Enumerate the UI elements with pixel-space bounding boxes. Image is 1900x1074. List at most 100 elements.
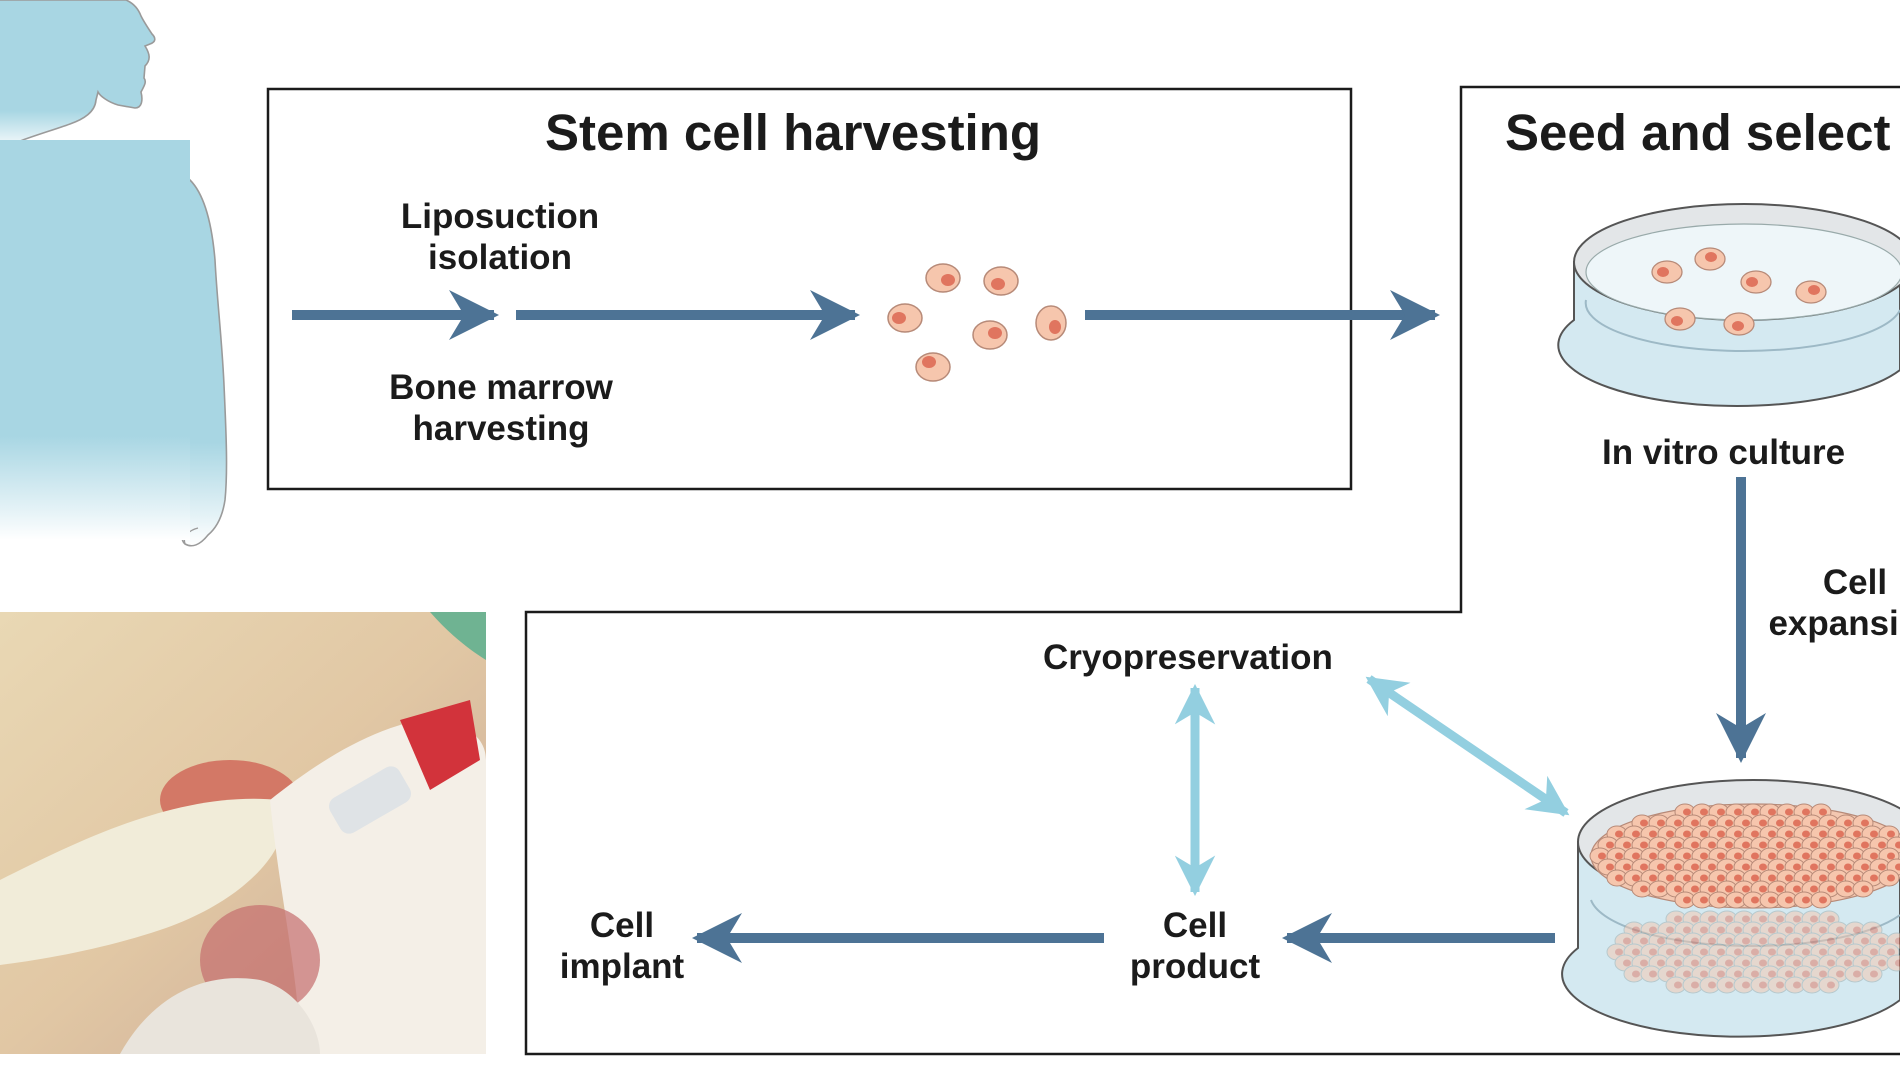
cell-nucleus [1683, 970, 1691, 978]
cell-nucleus [1700, 926, 1708, 934]
cell-nucleus [1802, 926, 1810, 934]
cell-nucleus [1785, 970, 1793, 978]
cell-product-label: Cell product [1115, 905, 1275, 988]
cell-nucleus [1827, 937, 1835, 945]
cell-nucleus [1870, 852, 1878, 860]
cell-nucleus [1844, 841, 1852, 849]
cell-nucleus [1827, 819, 1835, 827]
cell-nucleus [1742, 937, 1750, 945]
cell-nucleus [1844, 959, 1852, 967]
cell-nucleus [1674, 915, 1682, 923]
cell-nucleus [1861, 819, 1869, 827]
cell-nucleus [1683, 852, 1691, 860]
cell-expansion-label: Cell expansion [1755, 562, 1900, 645]
cell-nucleus [1793, 819, 1801, 827]
cell-nucleus [1827, 959, 1835, 967]
cell-nucleus [1742, 959, 1750, 967]
cell-nucleus [1802, 970, 1810, 978]
cell-nucleus [1734, 926, 1742, 934]
cell-nucleus [1657, 863, 1665, 871]
cell-nucleus [1640, 959, 1648, 967]
cell-nucleus [1870, 874, 1878, 882]
cell-nucleus [1759, 937, 1767, 945]
cell-nucleus [1836, 830, 1844, 838]
cell-nucleus [1640, 863, 1648, 871]
cell-nucleus [1691, 915, 1699, 923]
cell-nucleus [1632, 926, 1640, 934]
cell-nucleus [1649, 874, 1657, 882]
cell-nucleus [1717, 808, 1725, 816]
cell-nucleus [1810, 819, 1818, 827]
cell-nucleus [1649, 852, 1657, 860]
cell-nucleus [991, 278, 1005, 290]
cell [1886, 954, 1900, 972]
cell-nucleus [1853, 948, 1861, 956]
cell-nucleus [1768, 896, 1776, 904]
cell-nucleus [1861, 959, 1869, 967]
cell-nucleus [1691, 885, 1699, 893]
cell-nucleus [1734, 970, 1742, 978]
cell-nucleus [1751, 970, 1759, 978]
cell-nucleus [1759, 981, 1767, 989]
cell-nucleus [1844, 937, 1852, 945]
cell-nucleus [1700, 808, 1708, 816]
cell-nucleus [1742, 819, 1750, 827]
cell-nucleus [1759, 863, 1767, 871]
cell-nucleus [1674, 937, 1682, 945]
cell-nucleus [1793, 937, 1801, 945]
cell-nucleus [1853, 852, 1861, 860]
cell-nucleus [1649, 830, 1657, 838]
cell-nucleus [1691, 819, 1699, 827]
cell-nucleus [1717, 970, 1725, 978]
cell-nucleus [1768, 926, 1776, 934]
cell-nucleus [1683, 926, 1691, 934]
cell-nucleus [1895, 937, 1900, 945]
cell-nucleus [1768, 852, 1776, 860]
cell-nucleus [1734, 808, 1742, 816]
cell-nucleus [1785, 896, 1793, 904]
cell-nucleus [1751, 874, 1759, 882]
cell-nucleus [1870, 830, 1878, 838]
cell-nucleus [1844, 885, 1852, 893]
liposuction-label: Liposuction isolation [380, 196, 620, 279]
cell-nucleus [1683, 808, 1691, 816]
cell-nucleus [1683, 830, 1691, 838]
cell-nucleus [1878, 937, 1886, 945]
cell-nucleus [1887, 852, 1895, 860]
cell-nucleus [1870, 970, 1878, 978]
cell-nucleus [1853, 830, 1861, 838]
cell-nucleus [1742, 863, 1750, 871]
cell-nucleus [1640, 841, 1648, 849]
cell-nucleus [1623, 863, 1631, 871]
cell-nucleus [1632, 874, 1640, 882]
cell-nucleus [1819, 874, 1827, 882]
cell-nucleus [1751, 830, 1759, 838]
cell-nucleus [1700, 874, 1708, 882]
cell-nucleus [1776, 981, 1784, 989]
cell-implant-label: Cell implant [547, 905, 697, 988]
cell-nucleus [1836, 926, 1844, 934]
cell-nucleus [1827, 915, 1835, 923]
cell-nucleus [1671, 316, 1683, 326]
cell-nucleus [1844, 819, 1852, 827]
cell-nucleus [1802, 948, 1810, 956]
cell-nucleus [1793, 841, 1801, 849]
cell-nucleus [1691, 959, 1699, 967]
cell-nucleus [1810, 863, 1818, 871]
cell-expansion-line-2: expansion [1768, 604, 1900, 644]
cell-expansion-line-1: Cell [1822, 563, 1888, 602]
surgical-photo [0, 612, 486, 1054]
cell-nucleus [1717, 948, 1725, 956]
cell-nucleus [1768, 970, 1776, 978]
cell-nucleus [1861, 863, 1869, 871]
cell-nucleus [1708, 937, 1716, 945]
cell-nucleus [1657, 937, 1665, 945]
cell-nucleus [1708, 819, 1716, 827]
cell-nucleus [1768, 830, 1776, 838]
cell-nucleus [1759, 959, 1767, 967]
cell-nucleus [1810, 981, 1818, 989]
cell-nucleus [1708, 841, 1716, 849]
cell-nucleus [1836, 874, 1844, 882]
cell-nucleus [1742, 885, 1750, 893]
cell-nucleus [1615, 852, 1623, 860]
